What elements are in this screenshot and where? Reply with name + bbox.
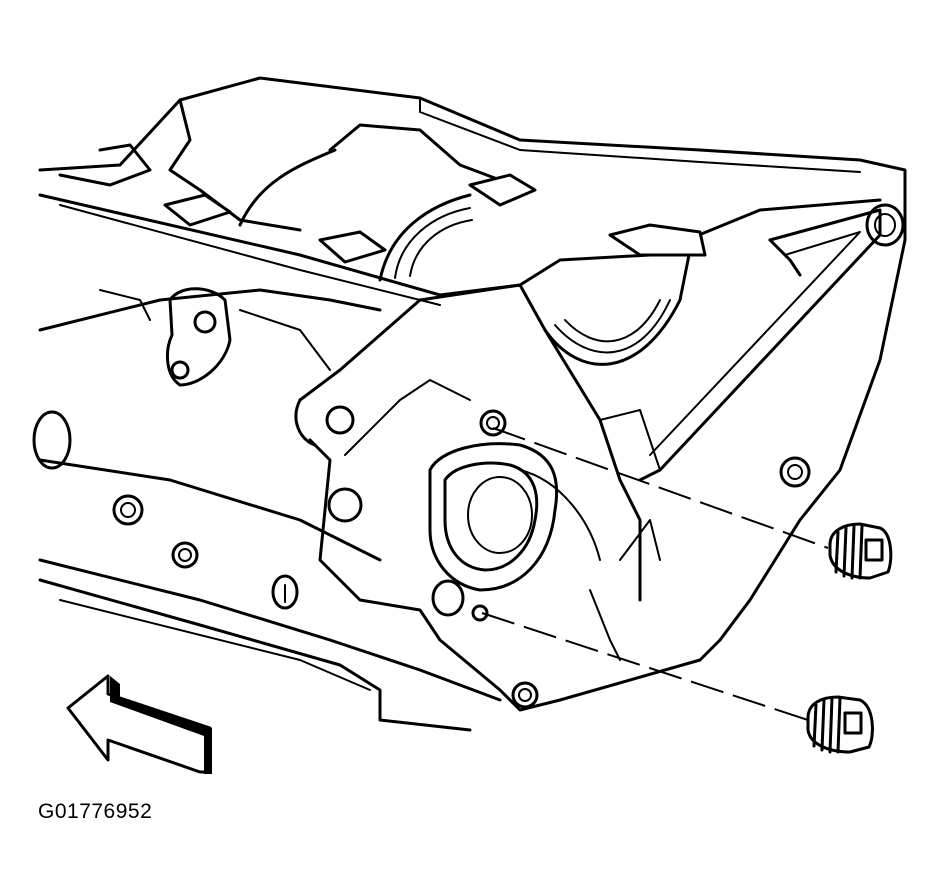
upper-oil-gallery-plug <box>828 522 893 580</box>
lower-oil-gallery-plug <box>806 695 874 754</box>
engine-block-outline <box>32 76 907 732</box>
callout-leader-lines <box>481 427 829 721</box>
front-direction-arrow-icon <box>66 674 212 774</box>
figure-id-label: G01776952 <box>38 800 153 823</box>
